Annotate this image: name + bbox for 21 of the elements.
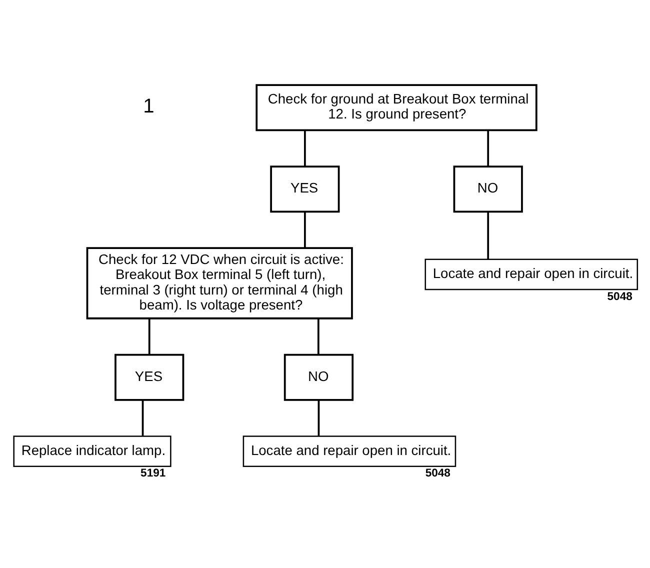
connector: [487, 211, 490, 259]
node-box: Locate and repair open in circuit.: [242, 435, 456, 467]
node-box: Locate and repair open in circuit.: [424, 258, 638, 290]
node-box: Check for 12 VDC when circuit is active: Breakout Box terminal 5 (left turn), terminal 3 (right turn) or terminal 4 (high beam). Is voltage present?: [86, 246, 353, 319]
node-box: Replace indicator lamp.: [13, 435, 172, 467]
label: 1: [143, 94, 154, 117]
connector: [304, 130, 306, 166]
connector: [148, 318, 150, 354]
node-label: 5048: [425, 467, 450, 480]
connector: [304, 211, 306, 248]
connector: [317, 318, 320, 354]
connector: [318, 399, 320, 436]
node-box: NO: [284, 353, 354, 400]
connector: [142, 399, 144, 436]
node-box: NO: [453, 165, 523, 212]
node-box: YES: [114, 353, 184, 400]
node-box: Check for ground at Breakout Box terminal 12. Is ground present?: [256, 84, 538, 131]
connector: [487, 130, 490, 166]
node-label: 5191: [140, 467, 166, 480]
node-box: YES: [270, 165, 340, 212]
node-label: 5048: [607, 290, 632, 302]
